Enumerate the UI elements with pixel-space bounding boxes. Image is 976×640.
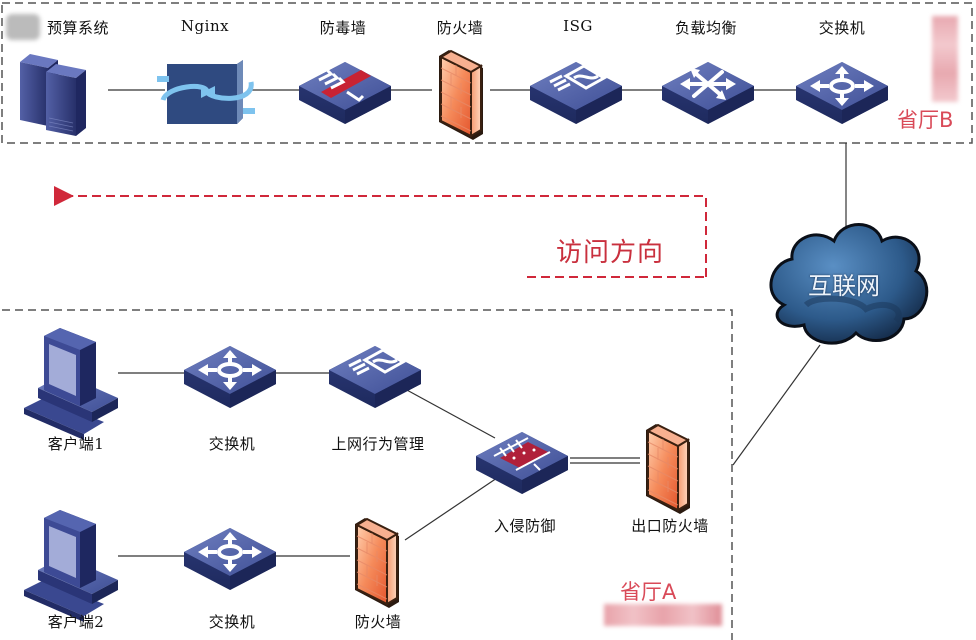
node-label-ips: 入侵防御 <box>493 517 557 535</box>
region-b-border <box>1 2 973 144</box>
server-icon <box>20 54 86 136</box>
link-behavior-ips <box>404 388 496 439</box>
access-direction-label: 访问方向 <box>556 238 665 268</box>
node-label-firewall: 防火墙 <box>436 19 484 37</box>
load-balancer-icon <box>662 62 754 124</box>
node-label-firewall-a: 防火墙 <box>354 613 402 631</box>
switch-icon <box>796 62 888 124</box>
isg-icon <box>530 62 622 124</box>
firewall-icon <box>354 517 400 609</box>
region-a-border <box>2 309 733 640</box>
node-label-antivirus: 防毒墙 <box>319 19 367 37</box>
nginx-proxy-icon <box>157 60 255 124</box>
region-a-label: 省厅A <box>620 580 677 604</box>
internet-cloud-icon <box>769 223 929 345</box>
node-label-client1: 客户端1 <box>47 435 105 453</box>
antivirus-wall-icon <box>299 62 391 124</box>
switch-icon <box>184 346 276 408</box>
connection-lines <box>108 89 847 557</box>
redacted-blur <box>604 604 722 626</box>
firewall-icon <box>438 49 484 141</box>
link-internet-region-a <box>732 344 821 466</box>
behavior-management-icon <box>329 346 421 408</box>
switch-icon <box>184 528 276 590</box>
node-label-switch: 交换机 <box>818 19 866 37</box>
node-label-isg: ISG <box>563 17 593 35</box>
node-label-switch-a2: 交换机 <box>208 613 256 631</box>
node-label-switch-a1: 交换机 <box>208 435 256 453</box>
node-label-load-balancer: 负载均衡 <box>674 19 738 37</box>
redacted-blur <box>6 14 40 40</box>
ips-icon <box>476 432 568 494</box>
access-direction-arrow <box>54 186 707 278</box>
internet-label: 互联网 <box>808 272 880 300</box>
node-label-client2: 客户端2 <box>47 613 105 631</box>
region-b-label: 省厅B <box>897 108 954 132</box>
node-label-budget-system: 预算系统 <box>46 19 110 37</box>
node-label-behavior-management: 上网行为管理 <box>331 435 425 453</box>
exit-firewall-icon <box>645 423 691 515</box>
client2-pc-icon <box>24 510 118 622</box>
client1-pc-icon <box>24 328 118 440</box>
node-label-exit-firewall: 出口防火墙 <box>631 517 709 535</box>
redacted-blur <box>932 16 958 102</box>
node-label-nginx: Nginx <box>180 17 230 35</box>
link-firewall-ips <box>404 477 498 541</box>
